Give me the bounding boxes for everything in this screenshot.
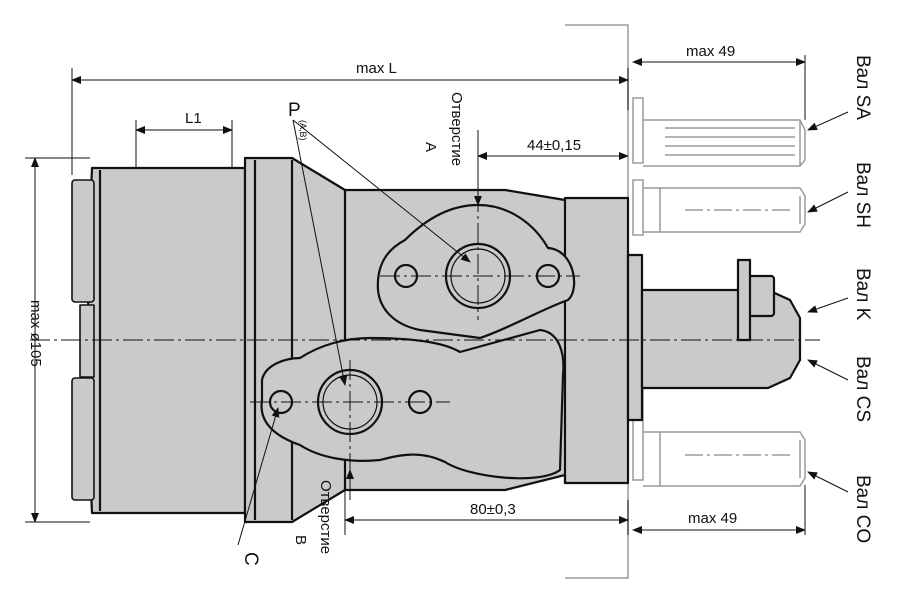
- bolt-heads: [71, 179, 95, 501]
- labels: max L max 49 L1 44±0,15 80±0,3 max 49 ma…: [27, 43, 873, 566]
- d80-label: 80±0,3: [470, 501, 516, 518]
- shaft-nut: [746, 274, 776, 318]
- p-subscript: (A,B): [298, 120, 308, 141]
- shaft-co-outline: [632, 379, 806, 487]
- max-49-top-label: max 49: [686, 43, 735, 60]
- max-49-bottom-label: max 49: [688, 510, 737, 527]
- shaft-sh-label: Вал SH: [852, 162, 873, 228]
- dimension-lines: [25, 55, 849, 546]
- shaft-sa-outline: [632, 97, 806, 167]
- p-label: P: [288, 100, 301, 121]
- shaft-k-label: Вал K: [852, 268, 873, 321]
- shaft-cs-label: Вал CS: [852, 356, 873, 422]
- port-a-label-line1: Отверстие: [448, 92, 465, 166]
- l1-label: L1: [185, 110, 202, 127]
- center-lines: [30, 130, 820, 500]
- shaft-key: [736, 258, 752, 342]
- c-label: C: [240, 552, 261, 566]
- port-b-label-line1: Отверстие: [317, 480, 334, 554]
- pilot-collar: [626, 253, 644, 422]
- ghost-shafts: [565, 24, 806, 579]
- shaft-k: [640, 276, 802, 390]
- port-a-label-line2: A: [422, 142, 439, 152]
- shaft-sh-outline: [632, 179, 806, 236]
- max-d105-label: max ø105: [27, 300, 44, 367]
- max-l-label: max L: [356, 60, 397, 77]
- shaft-co-label: Вал CO: [852, 475, 873, 543]
- port-b-label-line2: B: [292, 535, 309, 545]
- shaft-sa-label: Вал SA: [852, 55, 873, 120]
- d44-label: 44±0,15: [527, 137, 581, 154]
